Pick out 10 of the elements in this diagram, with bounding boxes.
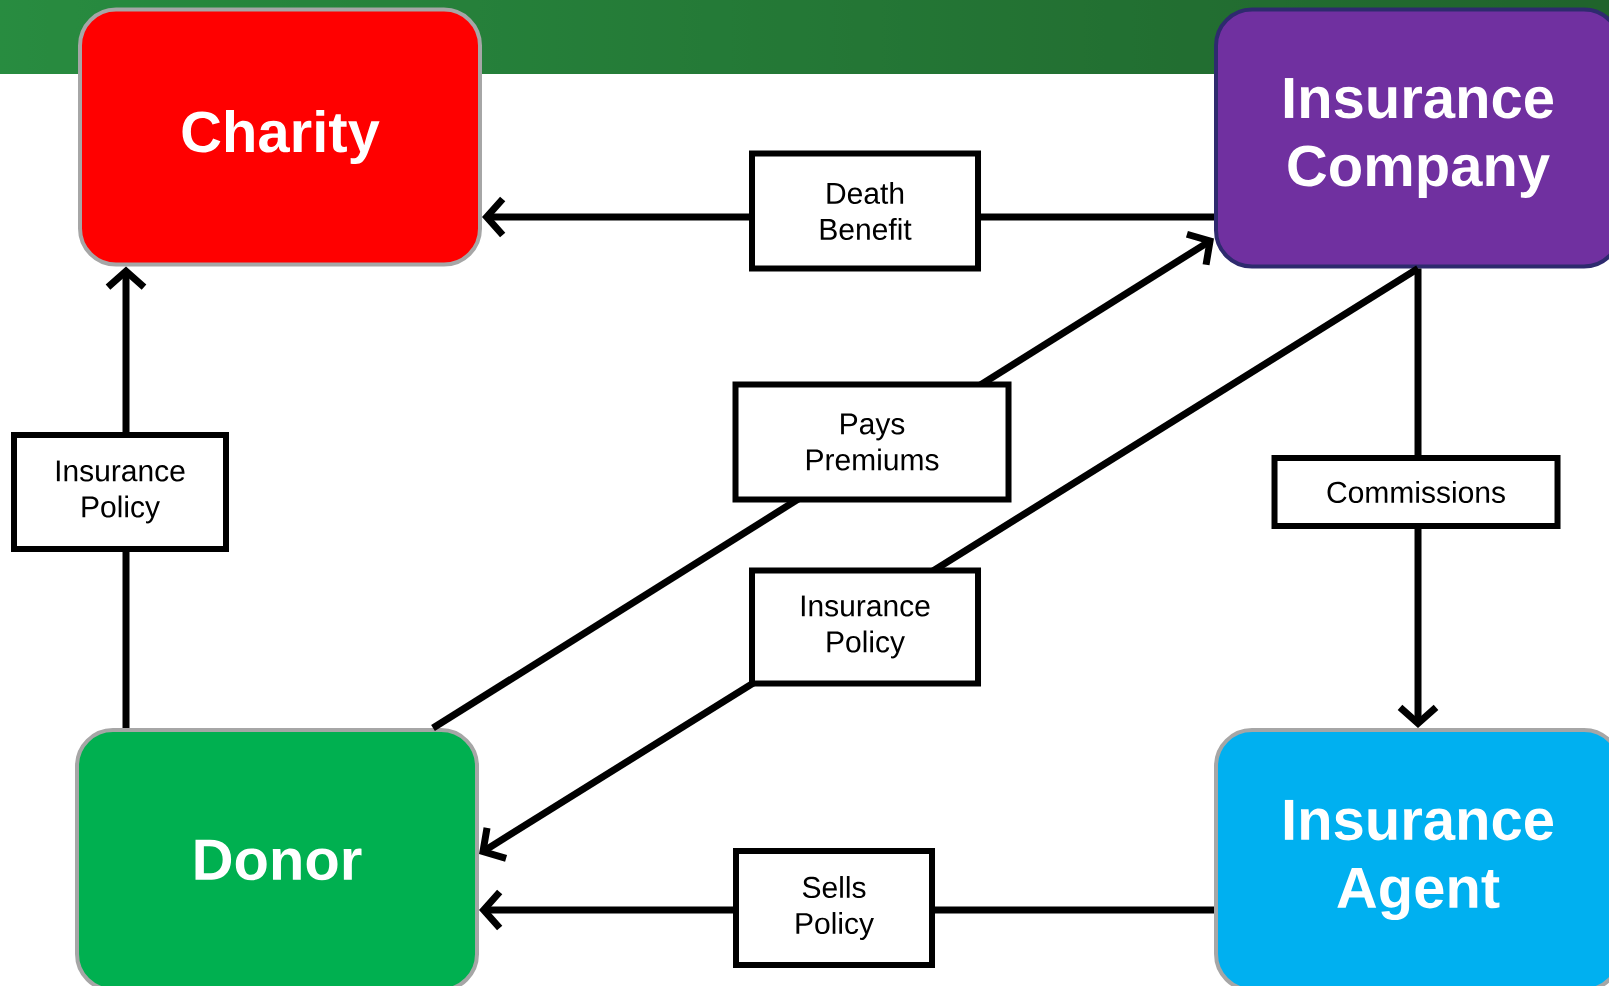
edge-label: Death Benefit bbox=[749, 150, 981, 272]
edge-label: Insurance Policy bbox=[11, 432, 229, 552]
edge-label: Sells Policy bbox=[733, 848, 935, 968]
rounded-box: Donor bbox=[75, 728, 479, 986]
rounded-box: Insurance Company bbox=[1214, 7, 1609, 269]
rounded-box: Insurance Agent bbox=[1214, 728, 1609, 986]
edge-label: Pays Premiums bbox=[732, 381, 1012, 503]
edge-label: Insurance Policy bbox=[749, 567, 981, 687]
edge-label: Commissions bbox=[1271, 455, 1561, 529]
rounded-box: Charity bbox=[78, 7, 482, 267]
